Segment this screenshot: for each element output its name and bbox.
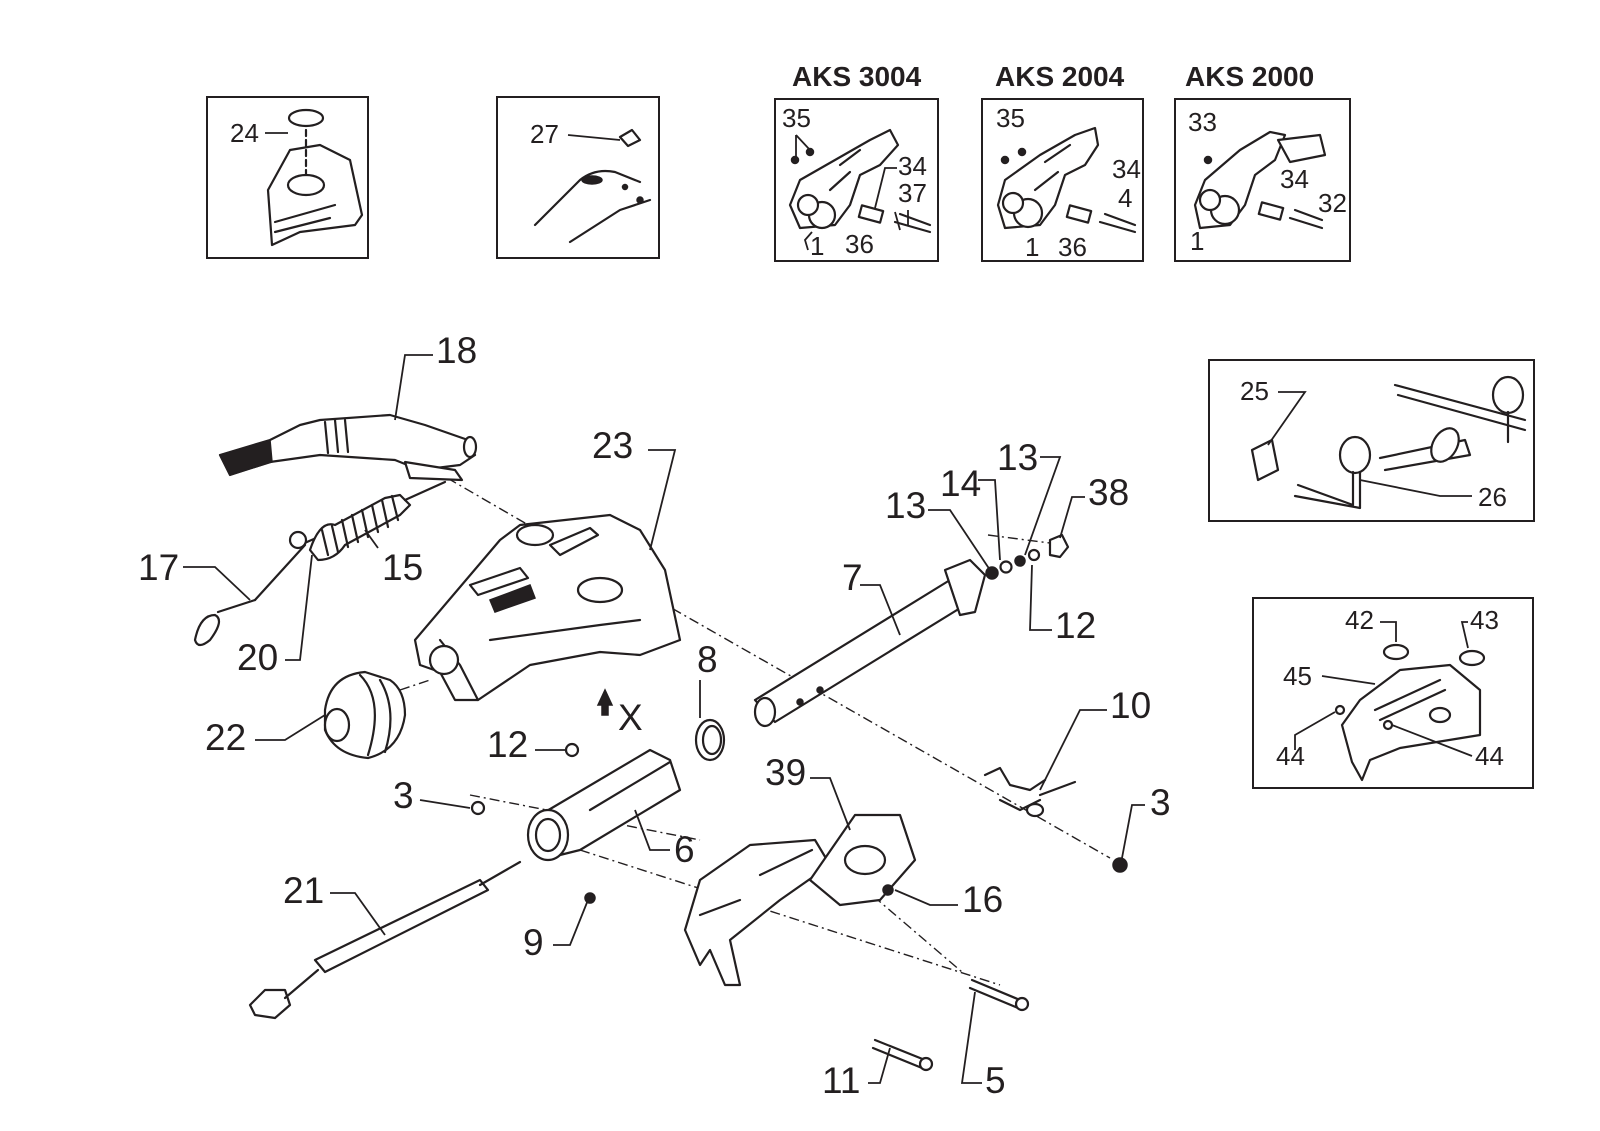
callout-34-aks2004: 34 xyxy=(1112,154,1141,184)
coupling-housing xyxy=(413,513,682,702)
callout-26: 26 xyxy=(1478,482,1507,512)
callout-42: 42 xyxy=(1345,605,1374,635)
callout-23: 23 xyxy=(592,425,633,466)
inset-handle-26: 25 26 xyxy=(1208,359,1535,522)
inset-plate-27: 27 xyxy=(496,96,660,259)
model-title-aks-2000: AKS 2000 xyxy=(1185,61,1314,92)
callout-3-left: 3 xyxy=(393,775,414,816)
inset-cover-45: 42 43 45 44 44 xyxy=(1252,597,1534,789)
callout-20: 20 xyxy=(237,637,278,678)
callout-34-aks3004: 34 xyxy=(898,151,927,181)
view-arrow: X xyxy=(596,688,643,738)
callout-10: 10 xyxy=(1110,685,1151,726)
callout-18: 18 xyxy=(436,330,477,371)
callout-39: 39 xyxy=(765,752,806,793)
main-callouts: 18 23 17 15 20 22 7 13 14 13 38 12 8 12 … xyxy=(138,330,1171,1101)
callout-12-right: 12 xyxy=(1055,605,1096,646)
callout-44-right: 44 xyxy=(1475,741,1504,771)
callout-35-aks3004: 35 xyxy=(782,103,811,133)
ring-8 xyxy=(694,718,726,762)
callout-6: 6 xyxy=(674,829,695,870)
callout-25: 25 xyxy=(1240,376,1269,406)
model-title-aks-3004: AKS 3004 xyxy=(792,61,922,92)
callout-32-aks2000: 32 xyxy=(1318,188,1347,218)
inset-aks-3004: AKS 3004 35 34 37 36 1 xyxy=(774,61,939,262)
callout-3-right: 3 xyxy=(1150,782,1171,823)
callout-7: 7 xyxy=(842,557,863,598)
bolts xyxy=(871,978,1030,1072)
callout-1-aks2004: 1 xyxy=(1025,232,1039,262)
callout-44-left: 44 xyxy=(1276,741,1305,771)
view-marker-x: X xyxy=(618,697,643,738)
callout-36-aks3004: 36 xyxy=(845,229,874,259)
inset-aks-2000: AKS 2000 33 34 32 1 xyxy=(1174,61,1351,262)
inset-cap-24: 24 xyxy=(206,96,369,259)
callout-33-aks2000: 33 xyxy=(1188,107,1217,137)
spring-cylinder xyxy=(193,480,447,647)
callout-13-left: 13 xyxy=(885,485,926,526)
callout-21: 21 xyxy=(283,870,324,911)
callout-5: 5 xyxy=(985,1060,1006,1101)
nuts xyxy=(470,742,1128,904)
inset-aks-2004: AKS 2004 35 34 4 36 1 xyxy=(981,61,1144,262)
callout-22: 22 xyxy=(205,717,246,758)
callout-34-aks2000: 34 xyxy=(1280,164,1309,194)
callout-11: 11 xyxy=(822,1060,860,1101)
clip-10 xyxy=(983,766,1077,818)
bracket xyxy=(683,813,917,987)
callout-13-right: 13 xyxy=(997,437,1038,478)
tie-rod-tube xyxy=(753,558,987,728)
callout-27: 27 xyxy=(530,119,559,149)
callout-9: 9 xyxy=(523,922,544,963)
callout-17: 17 xyxy=(138,547,179,588)
model-title-aks-2004: AKS 2004 xyxy=(995,61,1125,92)
callout-37-aks3004: 37 xyxy=(898,178,927,208)
callout-15: 15 xyxy=(382,547,423,588)
callout-43: 43 xyxy=(1470,605,1499,635)
callout-38: 38 xyxy=(1088,472,1129,513)
damper xyxy=(526,748,682,862)
hand-brake-lever xyxy=(218,413,478,482)
callout-45: 45 xyxy=(1283,661,1312,691)
washers xyxy=(985,533,1070,580)
callout-35-aks2004: 35 xyxy=(996,103,1025,133)
callout-24: 24 xyxy=(230,118,259,148)
callout-4-aks2004: 4 xyxy=(1118,183,1132,213)
callout-36-aks2004: 36 xyxy=(1058,232,1087,262)
callout-8: 8 xyxy=(697,639,718,680)
callout-16: 16 xyxy=(962,879,1003,920)
callout-1-aks2000: 1 xyxy=(1190,226,1204,256)
callout-12-left: 12 xyxy=(487,724,528,765)
bellows xyxy=(323,670,407,760)
push-rod xyxy=(248,860,522,1020)
callout-14: 14 xyxy=(940,463,981,504)
callout-1-aks3004: 1 xyxy=(810,231,824,261)
